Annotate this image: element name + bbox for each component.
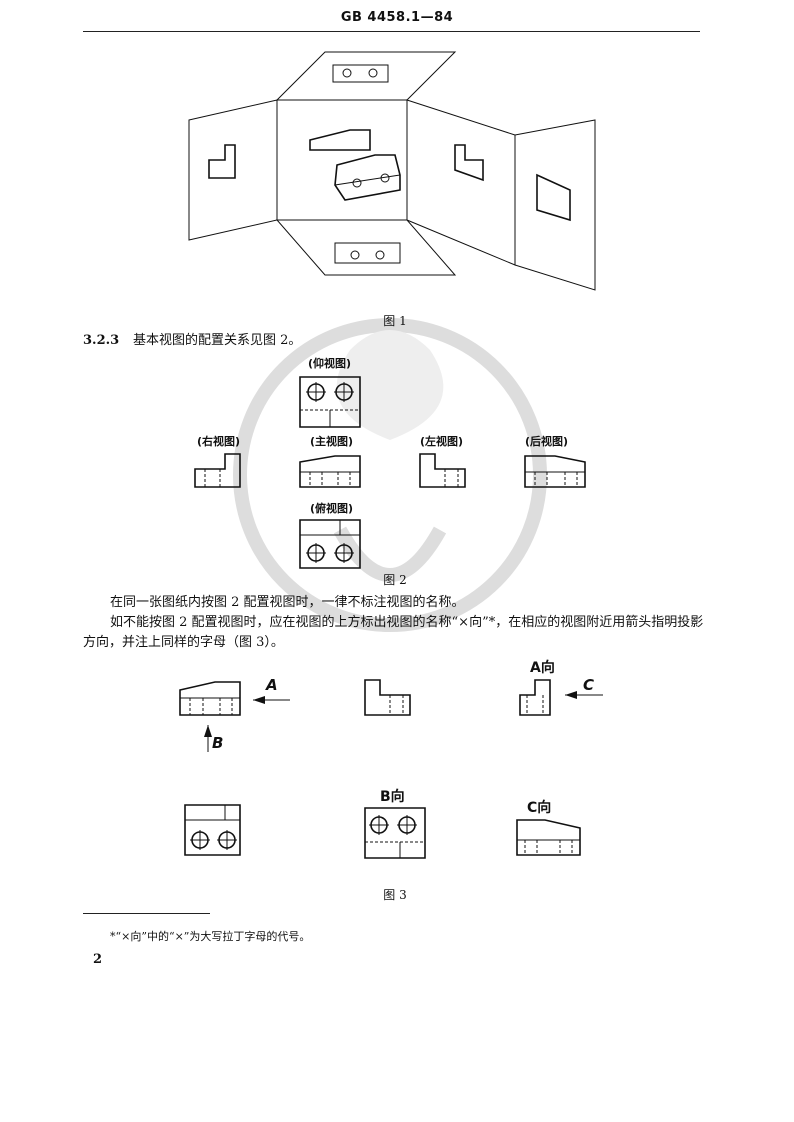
header-rule — [83, 31, 700, 32]
top-view-drawing — [300, 520, 360, 568]
section-number: 3.2.3 — [83, 333, 120, 348]
view-label-a: A向 — [530, 660, 555, 676]
section-text: 基本视图的配置关系见图 2。 — [133, 333, 302, 348]
label-top-view: (俯视图) — [310, 502, 354, 515]
rear-view-drawing — [525, 456, 585, 487]
standard-code-header: GB 4458.1—84 — [340, 10, 454, 25]
arrow-label-c: C — [583, 676, 595, 694]
bottom-view-drawing — [300, 377, 360, 427]
figure2-view-layout — [190, 372, 600, 572]
arrow-label-b: B — [212, 734, 224, 752]
figure1-caption: 图 1 — [383, 314, 407, 328]
figure3-caption: 图 3 — [383, 888, 407, 902]
figure2-caption: 图 2 — [383, 573, 407, 587]
figure3-arrow-views — [175, 670, 615, 870]
label-front-view: (主视图) — [310, 435, 354, 448]
footnote-text: *“×向”中的“×”为大写拉丁字母的代号。 — [110, 930, 311, 943]
view-label-c: C向 — [527, 800, 552, 816]
label-rear-view: (后视图) — [525, 435, 569, 448]
view-label-b: B向 — [380, 789, 405, 805]
label-bottom-view: (仰视图) — [308, 357, 352, 370]
paragraph-1: 在同一张图纸内按图 2 配置视图时，一律不标注视图的名称。 — [110, 595, 465, 610]
page-number: 2 — [93, 952, 103, 967]
label-left-view: (左视图) — [420, 435, 464, 448]
left-view-drawing — [420, 454, 465, 487]
front-view-drawing — [300, 456, 360, 487]
footnote-rule — [83, 913, 210, 914]
figure1-projection-box — [185, 50, 605, 290]
paragraph-2: 如不能按图 2 配置视图时，应在视图的上方标出视图的名称“×向”*，在相应的视图… — [83, 615, 704, 650]
right-view-drawing — [195, 454, 240, 487]
arrow-label-a: A — [266, 676, 278, 694]
label-right-view: (右视图) — [197, 435, 241, 448]
